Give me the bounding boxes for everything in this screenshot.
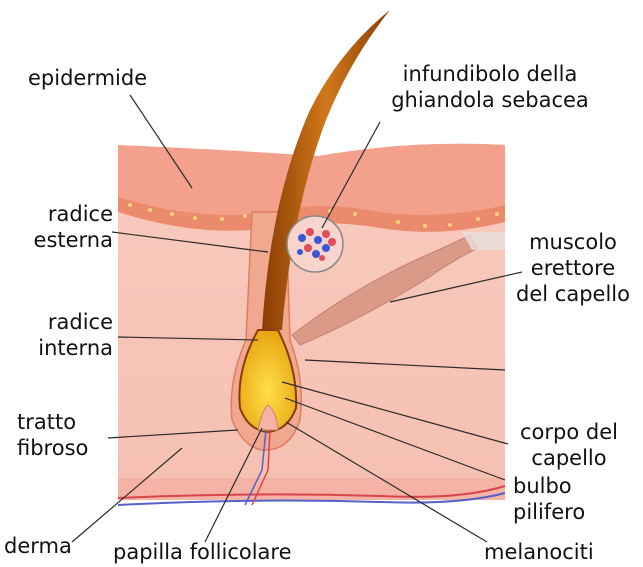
label-bulbo-line2: pilifero (513, 500, 585, 524)
label-epidermide: epidermide (28, 66, 147, 90)
label-corpo-line1: corpo del (505, 420, 633, 444)
label-muscolo-line1: muscolo (505, 230, 641, 254)
label-bulbo-line1: bulbo (513, 474, 572, 498)
label-tratto-line2: fibroso (17, 436, 88, 460)
label-infundibolo-line2: ghiandola sebacea (370, 88, 610, 112)
label-muscolo-line2: erettore (505, 256, 641, 280)
label-tratto-line1: tratto (17, 410, 76, 434)
label-radice-interna-line1: radice (0, 310, 113, 334)
label-derma: derma (4, 534, 72, 558)
label-radice-esterna-line1: radice (0, 202, 113, 226)
label-infundibolo-line1: infundibolo della (370, 62, 610, 86)
label-muscolo-line3: del capello (505, 282, 641, 306)
label-papilla: papilla follicolare (113, 540, 292, 564)
label-radice-esterna-line2: esterna (0, 228, 113, 252)
label-corpo-line2: capello (505, 446, 633, 470)
label-radice-interna-line2: interna (0, 336, 113, 360)
label-melanociti: melanociti (484, 540, 594, 564)
